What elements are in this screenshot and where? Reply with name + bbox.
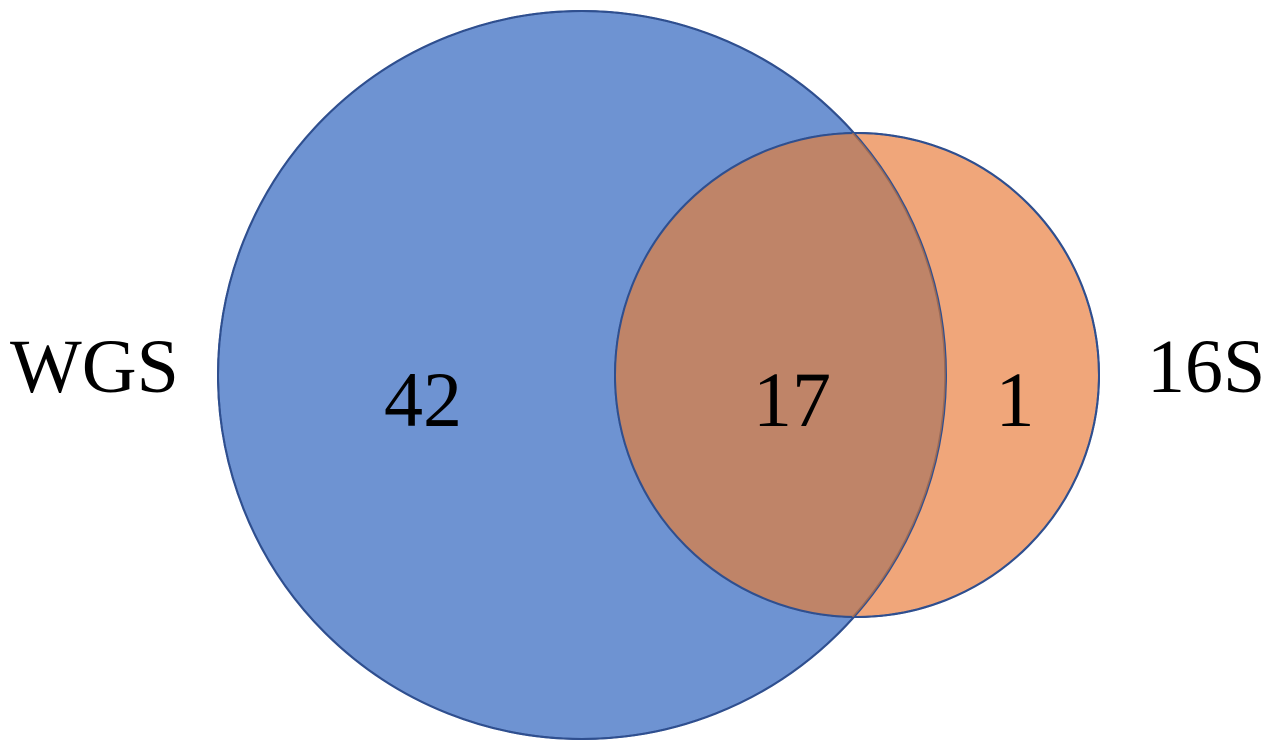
wgs-label: WGS (10, 325, 179, 409)
intersection-count: 17 (753, 356, 831, 443)
intersection-region (615, 133, 946, 617)
wgs-circle-outline (217, 10, 947, 740)
16s-circle-outline (614, 132, 1100, 618)
wgs-only-count: 42 (384, 356, 462, 443)
16s-only-count: 1 (996, 356, 1035, 443)
wgs-inner-arc (615, 133, 946, 617)
16s-label: 16S (1147, 325, 1265, 409)
